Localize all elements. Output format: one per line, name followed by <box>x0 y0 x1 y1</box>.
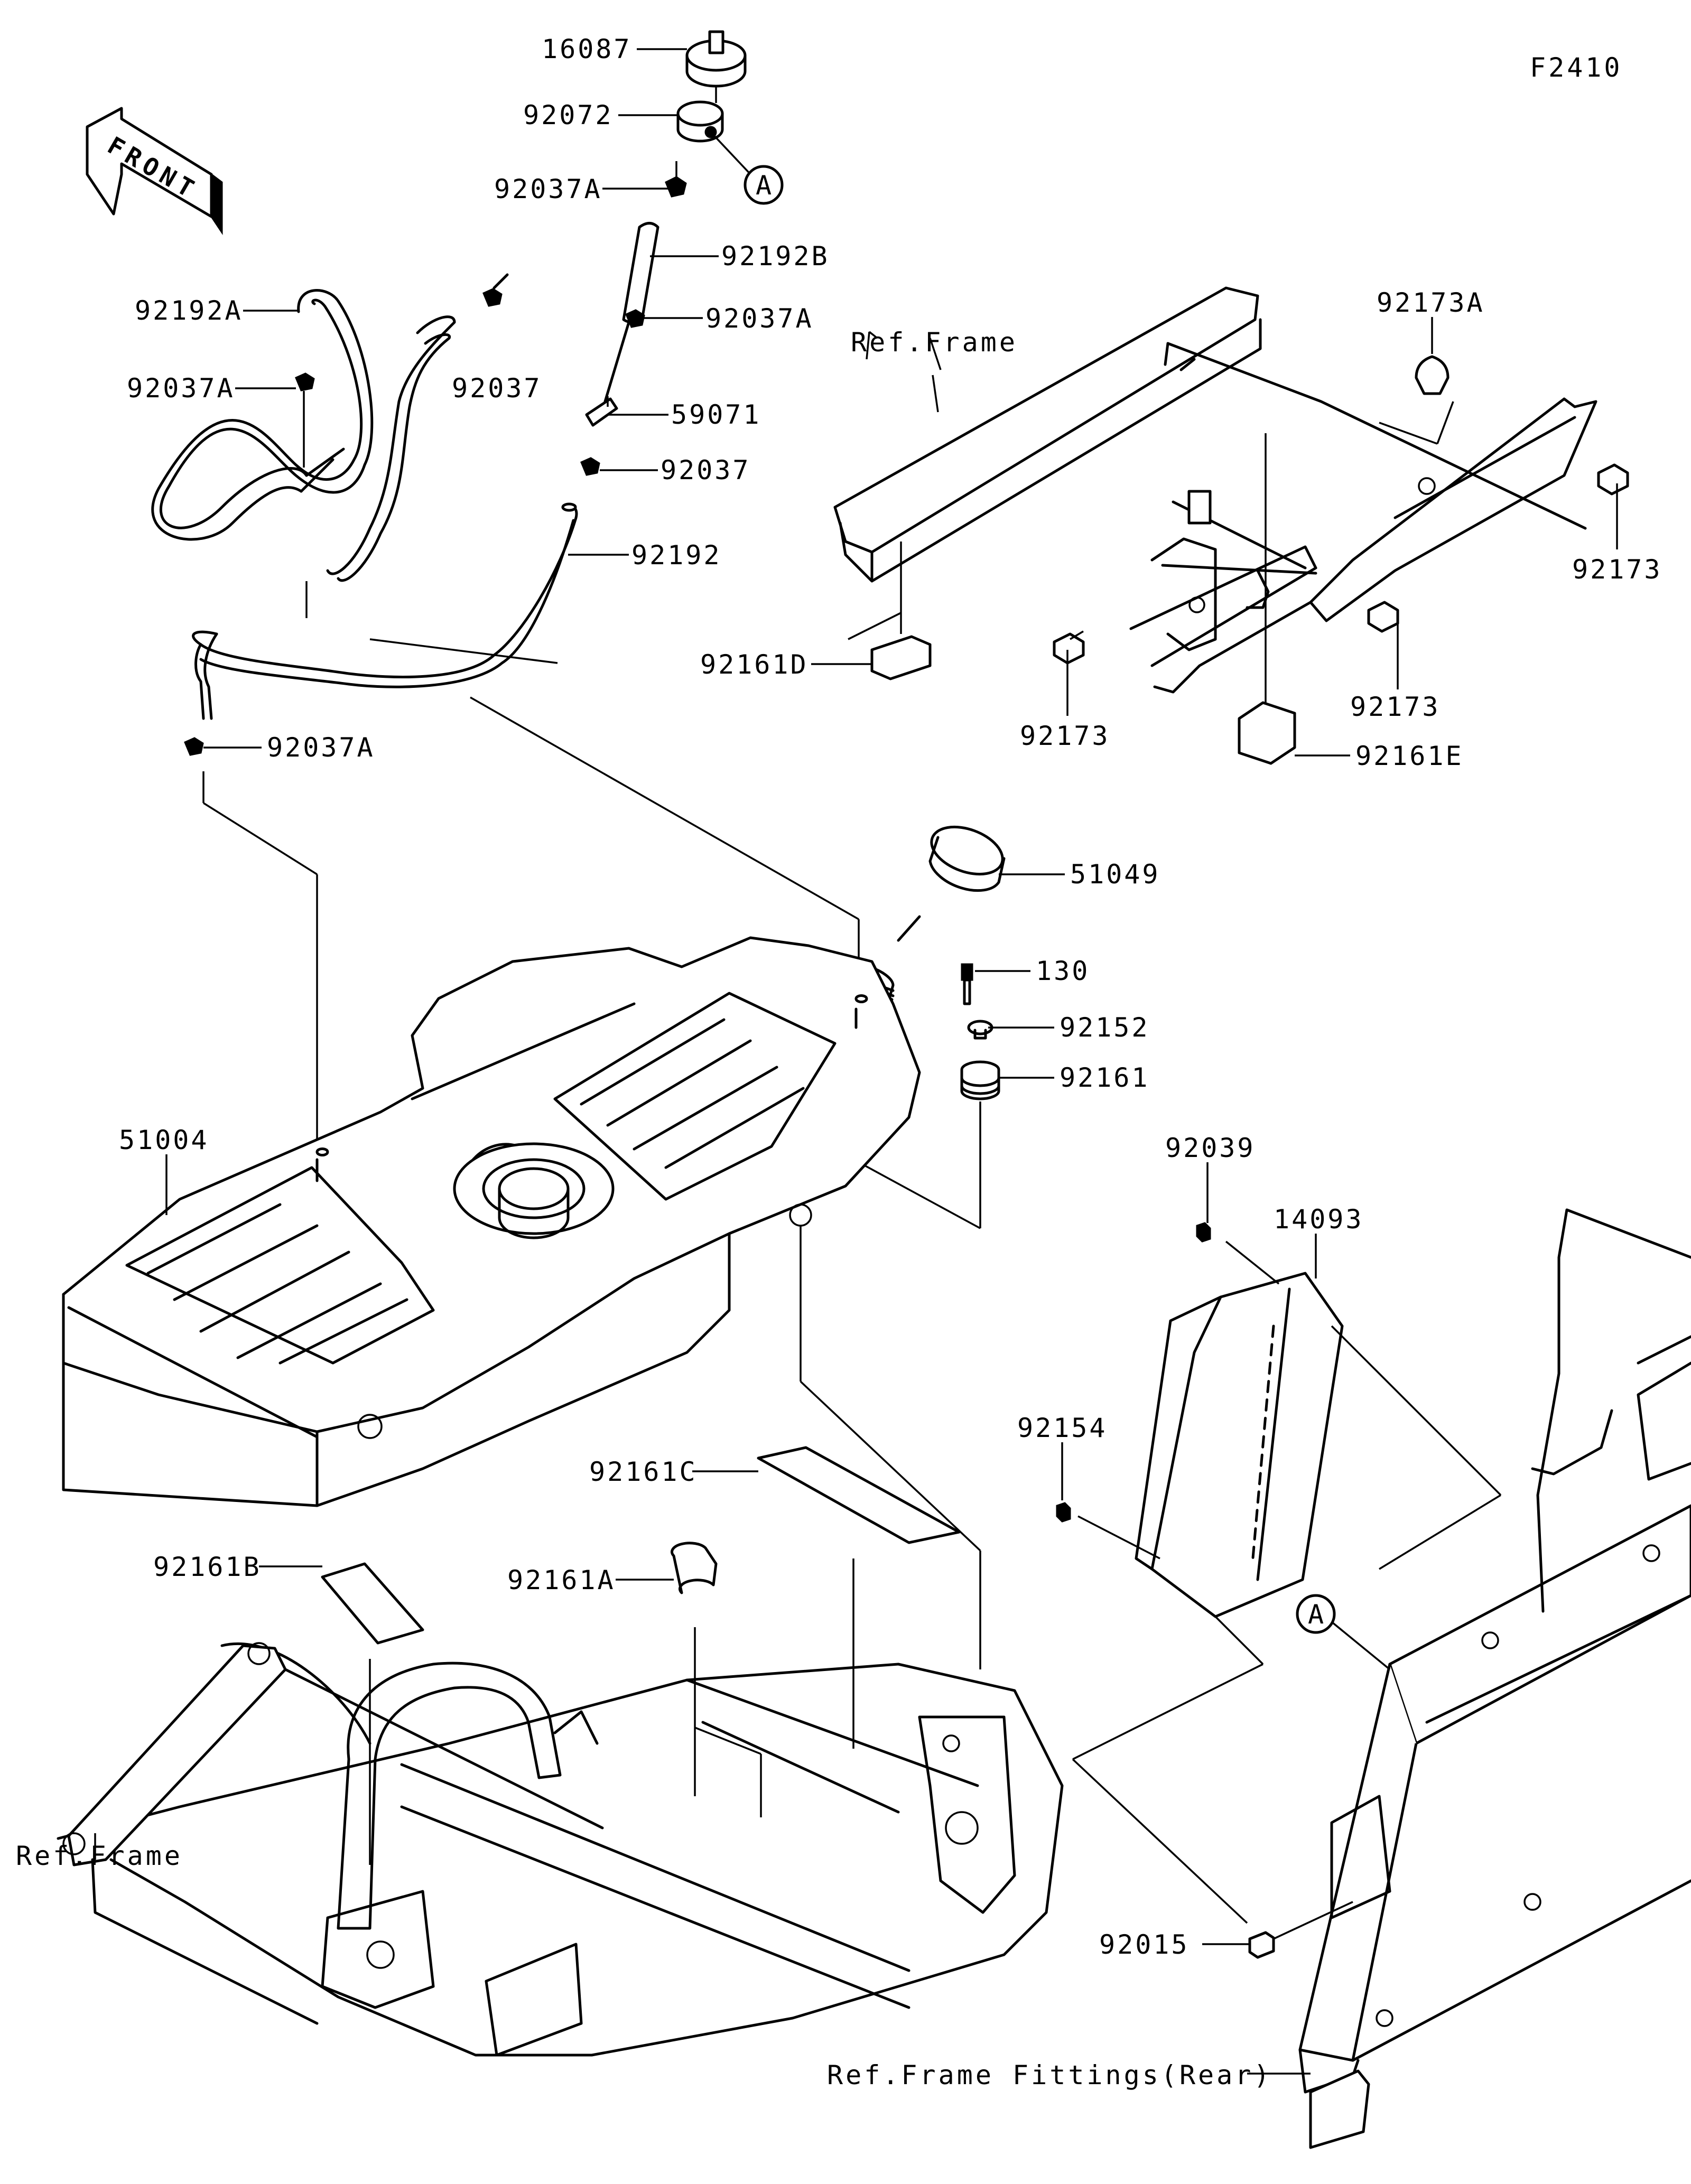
part-label-92173-left[interactable]: 92173 <box>1020 721 1110 751</box>
ref-frame-label-left[interactable]: Ref.Frame <box>16 1841 183 1871</box>
part-label-92173-center[interactable]: 92173 <box>1350 692 1441 722</box>
part-label-92072[interactable]: 92072 <box>523 100 614 130</box>
part-label-51049[interactable]: 51049 <box>1070 859 1160 890</box>
part-label-59071[interactable]: 59071 <box>671 399 761 430</box>
part-label-92192b[interactable]: 92192B <box>721 241 830 272</box>
front-direction-arrow-icon: FRONT <box>86 107 223 235</box>
reference-labels: Ref.Frame Ref.Frame Ref.Frame Fittings(R… <box>16 327 1272 2090</box>
part-labels: 16087 92072 92037A 92192B 92192A 92037A … <box>119 34 1662 1960</box>
part-label-92161d[interactable]: 92161D <box>700 649 809 680</box>
part-label-92015[interactable]: 92015 <box>1099 1929 1190 1960</box>
part-label-92037a-left[interactable]: 92037A <box>127 373 235 404</box>
mount-hardware-drawing <box>858 963 1000 1229</box>
part-label-92037a-top[interactable]: 92037A <box>494 174 602 204</box>
part-label-16087[interactable]: 16087 <box>542 34 632 64</box>
part-label-92192[interactable]: 92192 <box>631 540 722 571</box>
part-label-92161[interactable]: 92161 <box>1060 1062 1150 1093</box>
part-label-92173-right[interactable]: 92173 <box>1572 554 1662 585</box>
part-label-92152[interactable]: 92152 <box>1060 1012 1150 1043</box>
part-label-92161e[interactable]: 92161E <box>1355 741 1464 771</box>
label-leader-lines <box>203 48 1618 2075</box>
ref-frame-fittings-rear-label[interactable]: Ref.Frame Fittings(Rear) <box>827 2060 1272 2090</box>
part-label-92173a[interactable]: 92173A <box>1377 287 1485 318</box>
part-label-92037-upper[interactable]: 92037 <box>452 373 542 404</box>
part-label-92037-lower[interactable]: 92037 <box>661 455 751 486</box>
frame-reference-bottom-drawing <box>57 1446 1064 2057</box>
fuel-hose-92192-drawing <box>184 502 860 1154</box>
breather-hose-92192a-drawing <box>151 289 456 618</box>
part-label-51004[interactable]: 51004 <box>119 1125 209 1155</box>
callout-marker-a-top: A <box>756 170 774 201</box>
part-label-92192a[interactable]: 92192A <box>135 295 243 326</box>
part-label-92037a-bottom[interactable]: 92037A <box>267 732 375 763</box>
callout-marker-a-bottom: A <box>1308 1599 1326 1630</box>
fuel-tank-51004-drawing <box>62 936 981 1669</box>
part-label-92161b[interactable]: 92161B <box>153 1552 262 1582</box>
figure-code: F2410 <box>1530 52 1623 83</box>
part-label-92039[interactable]: 92039 <box>1165 1133 1256 1163</box>
ref-frame-label-top[interactable]: Ref.Frame <box>851 327 1018 358</box>
rear-frame-fittings-drawing: A <box>1248 1208 1691 2149</box>
part-label-92161a[interactable]: 92161A <box>507 1565 616 1595</box>
part-label-130[interactable]: 130 <box>1036 956 1090 986</box>
part-label-92161c[interactable]: 92161C <box>589 1457 698 1487</box>
heat-guard-14093-drawing <box>1056 1222 1502 1924</box>
part-label-92037a-mid[interactable]: 92037A <box>705 303 814 334</box>
part-label-92154[interactable]: 92154 <box>1017 1413 1108 1443</box>
frame-reference-top-drawing <box>833 286 1629 765</box>
part-label-14093[interactable]: 14093 <box>1274 1204 1364 1235</box>
fuel-filter-assembly-drawing: A <box>482 30 784 476</box>
